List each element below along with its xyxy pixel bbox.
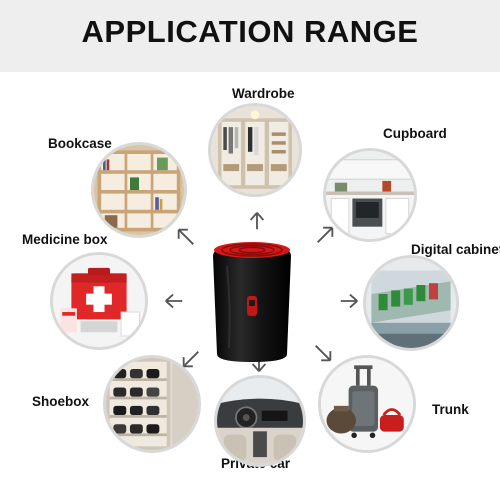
arrow-down-left-icon bbox=[182, 351, 199, 368]
arrow-right-icon bbox=[340, 293, 358, 309]
trunk-image bbox=[318, 355, 416, 453]
medicine-box-image bbox=[50, 252, 148, 350]
dehumidifier-device bbox=[213, 242, 291, 362]
label-shoebox: Shoebox bbox=[32, 394, 90, 409]
label-digital-cabinet: Digital cabinet bbox=[411, 242, 500, 257]
arrow-down-right-icon bbox=[315, 345, 332, 362]
private-car-image bbox=[214, 375, 306, 467]
bookcase-image bbox=[91, 142, 187, 238]
label-wardrobe: Wardrobe bbox=[232, 86, 295, 101]
label-trunk: Trunk bbox=[432, 402, 469, 417]
wardrobe-image bbox=[208, 103, 302, 197]
label-bookcase: Bookcase bbox=[48, 136, 112, 151]
arrow-up-left-icon bbox=[177, 228, 194, 245]
label-medicine-box: Medicine box bbox=[22, 232, 108, 247]
digital-cabinet-image bbox=[363, 255, 459, 351]
page-title: APPLICATION RANGE bbox=[81, 14, 419, 49]
arrow-up-right-icon bbox=[317, 226, 334, 243]
arrow-left-icon bbox=[165, 293, 183, 309]
arrow-up-icon bbox=[249, 212, 265, 230]
title-banner: APPLICATION RANGE bbox=[0, 0, 500, 72]
label-cupboard: Cupboard bbox=[383, 126, 447, 141]
cupboard-image bbox=[323, 148, 417, 242]
shoebox-image bbox=[103, 355, 201, 453]
